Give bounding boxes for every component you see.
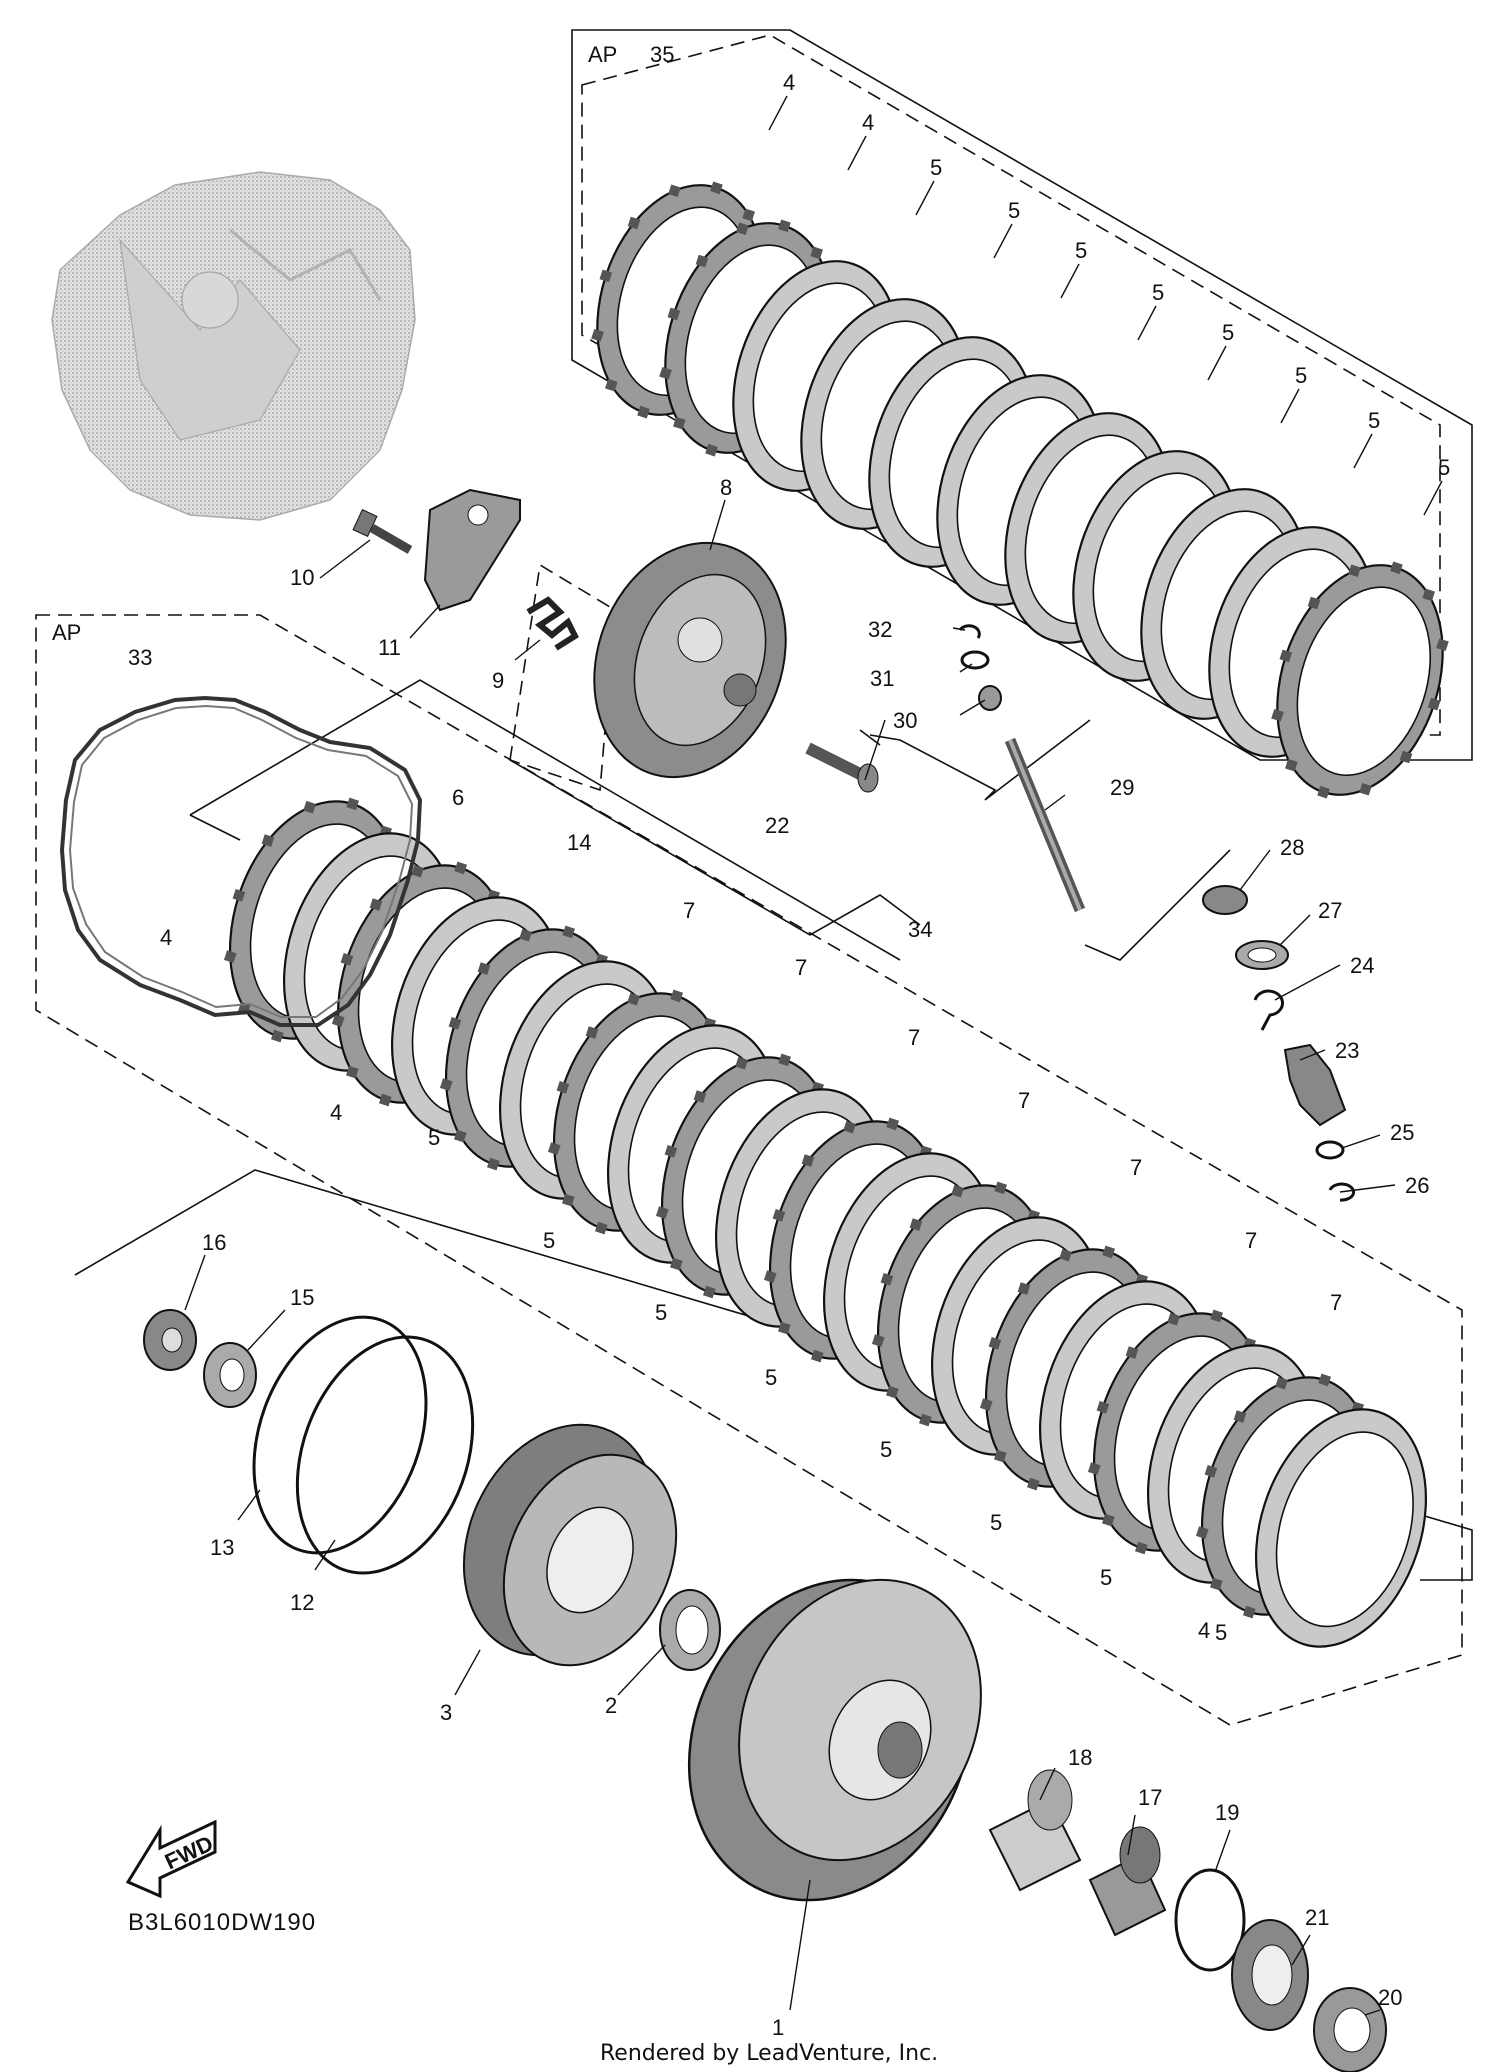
lower-plate-callout-6: 7 (1018, 1088, 1030, 1113)
callout-16: 16 (202, 1230, 226, 1255)
top-plate-callout-4: 5 (1008, 198, 1020, 223)
top-plate-callouts: 4 4 5 5 5 5 5 5 5 5 (768, 70, 1450, 516)
left-group-number: 33 (128, 645, 152, 670)
lower-plate-callout-1: 6 (452, 785, 464, 810)
callout-24: 24 (1350, 953, 1374, 978)
top-plate-callout-3: 5 (930, 155, 942, 180)
top-group-number: 35 (650, 42, 674, 67)
bolt-10 (352, 508, 413, 554)
lower-plate-callout-3: 7 (683, 898, 695, 923)
lower-plate-callout-7: 7 (1130, 1155, 1142, 1180)
lower-plate-callout-2: 14 (567, 830, 591, 855)
sleeve-18-bearing-17 (988, 1769, 1167, 1937)
top-plate-callout-8: 5 (1295, 363, 1307, 388)
top-plate-11 (1271, 561, 1449, 799)
callout-19: 19 (1215, 1800, 1239, 1825)
clutch-housing-1 (687, 1578, 982, 1902)
crankcase-cover-ghost (51, 171, 416, 521)
callout-8: 8 (720, 475, 732, 500)
lower-plate-callout-18: 5 (1100, 1565, 1112, 1590)
clutch-boss-3 (462, 1423, 678, 1667)
callout-27: 27 (1318, 898, 1342, 923)
callout-2: 2 (605, 1693, 617, 1718)
plate-11 (423, 488, 521, 612)
callout-20: 20 (1378, 1985, 1402, 2010)
washers-30-32 (958, 624, 1002, 711)
callout-17: 17 (1138, 1785, 1162, 1810)
lower-plate-callout-10: 4 (160, 925, 172, 950)
diagram-code: B3L6010DW190 (128, 1909, 316, 1936)
ring-19-gear-21-washer-20 (1174, 1868, 1387, 2072)
fwd-arrow-icon: FWD (125, 1819, 217, 1899)
clutch-cover-gasket (59, 695, 423, 1027)
callout-28: 28 (1280, 835, 1304, 860)
lower-plate-callout-8: 7 (1245, 1228, 1257, 1253)
top-plate-callout-10: 5 (1438, 455, 1450, 480)
callout-32: 32 (868, 617, 892, 642)
o-rings-12-13 (252, 1315, 475, 1575)
callout-18: 18 (1068, 1745, 1092, 1770)
callout-3: 3 (440, 1700, 452, 1725)
callout-10: 10 (290, 565, 314, 590)
footer-credit: Rendered by LeadVenture, Inc. (600, 2041, 938, 2066)
top-group-tag: AP (588, 42, 617, 67)
lower-plate-callout-20: 4 (1198, 1618, 1210, 1643)
callout-1: 1 (772, 2015, 784, 2040)
top-plate-callout-7: 5 (1222, 320, 1234, 345)
leader-lines (184, 499, 1396, 2016)
lower-plate-20 (1254, 1408, 1428, 1648)
top-plate-callout-5: 5 (1075, 238, 1087, 263)
bolt-22 (805, 742, 879, 793)
push-rod-29 (1004, 737, 1086, 913)
callout-13: 13 (210, 1535, 234, 1560)
callout-31: 31 (870, 666, 894, 691)
lower-plate-callout-15: 5 (765, 1365, 777, 1390)
pressure-plate-8 (593, 541, 787, 779)
bearing-28-27 (1202, 885, 1289, 970)
callout-26: 26 (1405, 1173, 1429, 1198)
callout-25: 25 (1390, 1120, 1414, 1145)
callout-23: 23 (1335, 1038, 1359, 1063)
group-boundaries (35, 29, 1473, 1726)
lower-plate-stack (223, 797, 1428, 1648)
callout-9: 9 (492, 668, 504, 693)
callout-21: 21 (1305, 1905, 1329, 1930)
callout-12: 12 (290, 1590, 314, 1615)
thrust-washer-2 (659, 1589, 721, 1671)
top-plate-stack (591, 181, 1449, 799)
spring-9 (526, 596, 579, 651)
left-group-tag: AP (52, 620, 81, 645)
callout-15: 15 (290, 1285, 314, 1310)
spring-24-lever-23 (1253, 989, 1356, 1202)
lower-plate-callout-12: 5 (428, 1125, 440, 1150)
lower-plate-callout-5: 7 (908, 1025, 920, 1050)
top-plate-callout-1: 4 (783, 70, 795, 95)
lower-group-number: 34 (908, 917, 932, 942)
callout-22: 22 (765, 813, 789, 838)
callout-11: 11 (378, 635, 401, 660)
callout-30: 30 (893, 708, 917, 733)
lower-plate-callout-16: 5 (880, 1437, 892, 1462)
top-plate-callout-2: 4 (862, 110, 874, 135)
nut-16-washer-15 (143, 1309, 257, 1408)
callout-29: 29 (1110, 775, 1134, 800)
top-plate-callout-9: 5 (1368, 408, 1380, 433)
lower-plate-callout-17: 5 (990, 1510, 1002, 1535)
lower-plate-callout-11: 4 (330, 1100, 342, 1125)
lower-plate-callout-4: 7 (795, 955, 807, 980)
lower-plate-callout-14: 5 (655, 1300, 667, 1325)
lower-plate-callout-13: 5 (543, 1228, 555, 1253)
lower-plate-callout-19: 5 (1215, 1620, 1227, 1645)
top-plate-callout-6: 5 (1152, 280, 1164, 305)
lower-plate-callout-9: 7 (1330, 1290, 1342, 1315)
